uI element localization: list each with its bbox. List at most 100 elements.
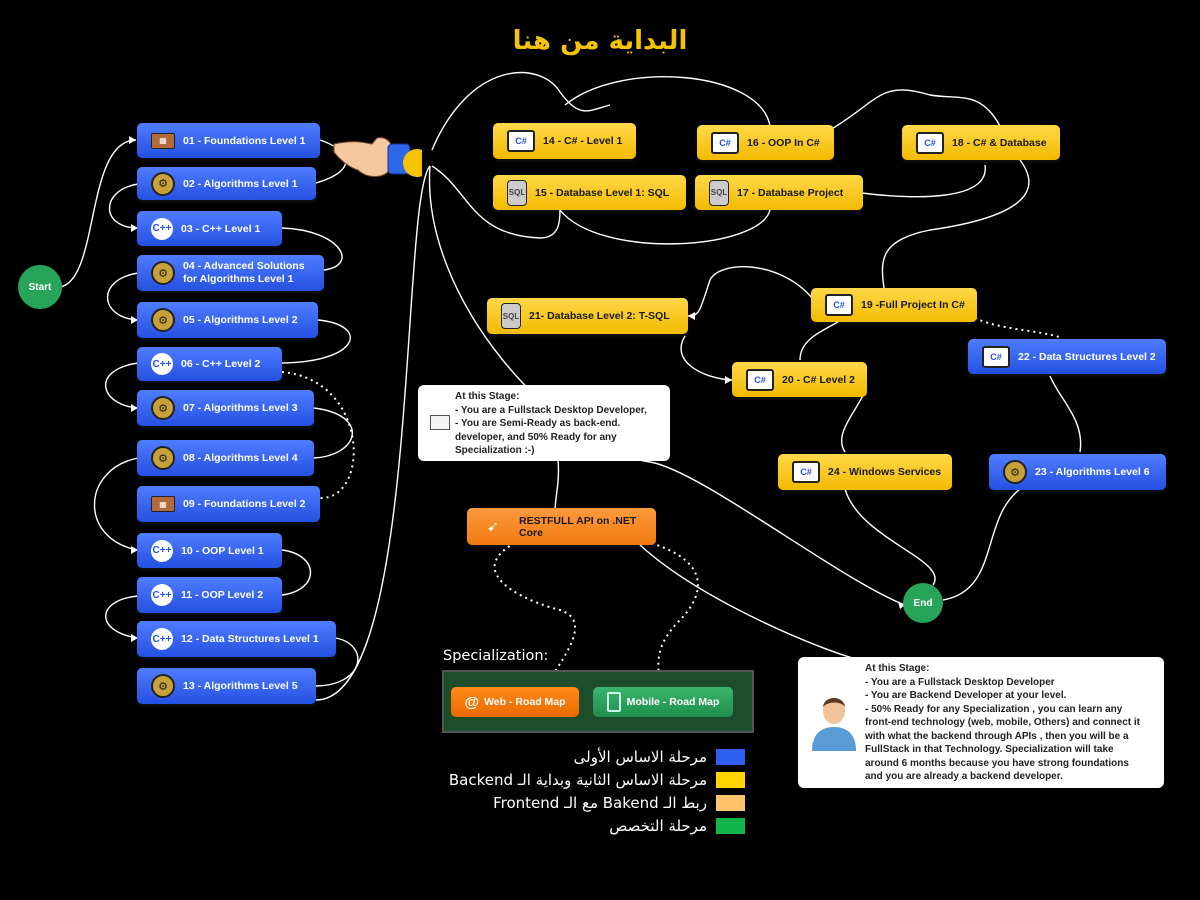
- node-cpp-level-1[interactable]: C++ 03 - C++ Level 1: [137, 211, 282, 246]
- node-label: 11 - OOP Level 2: [181, 589, 264, 601]
- node-algorithms-level-3[interactable]: ⚙ 07 - Algorithms Level 3: [137, 390, 314, 426]
- legend-text: ربط الـ Bakend مع الـ Frontend: [493, 794, 707, 812]
- node-oop-level-1[interactable]: C++ 10 - OOP Level 1: [137, 533, 282, 568]
- node-label: 05 - Algorithms Level 2: [183, 314, 298, 326]
- node-label: 03 - C++ Level 1: [181, 222, 261, 235]
- web-roadmap-label: Web - Road Map: [484, 696, 566, 708]
- node-csharp-and-database[interactable]: C# 18 - C# & Database: [902, 125, 1060, 160]
- node-algorithms-level-5[interactable]: ⚙ 13 - Algorithms Level 5: [137, 668, 316, 704]
- chip-icon: ⚙: [151, 171, 175, 196]
- node-oop-in-csharp[interactable]: C# 16 - OOP In C#: [697, 125, 834, 160]
- rocket-icon: ➹: [487, 518, 499, 534]
- legend-text: مرحلة الاساس الأولى: [573, 748, 707, 766]
- node-database-project[interactable]: SQL 17 - Database Project: [695, 175, 863, 210]
- note-line: - You are a Fullstack Desktop Developer,: [455, 404, 647, 416]
- node-data-structures-level-2[interactable]: C# 22 - Data Structures Level 2: [968, 339, 1166, 374]
- note-line: - You are Backend Developer at your leve…: [865, 690, 1067, 701]
- node-csharp-level-2[interactable]: C# 20 - C# Level 2: [732, 362, 867, 397]
- node-label: 08 - Algorithms Level 4: [183, 452, 298, 464]
- legend-swatch-yellow: [716, 772, 745, 788]
- node-label: 12 - Data Structures Level 1: [181, 633, 319, 645]
- node-label: 16 - OOP In C#: [747, 136, 820, 149]
- node-database-level-1-sql[interactable]: SQL 15 - Database Level 1: SQL: [493, 175, 686, 210]
- node-label: 04 - Advanced Solutions for Algorithms L…: [183, 260, 305, 286]
- csharp-monitor-icon: C#: [711, 131, 739, 154]
- chip-icon: ⚙: [151, 396, 175, 420]
- specialization-label: Specialization:: [443, 648, 549, 664]
- node-label: 01 - Foundations Level 1: [183, 134, 306, 147]
- csharp-monitor-icon: C#: [916, 131, 944, 154]
- node-restfull-api[interactable]: ➹ RESTFULL API on .NET Core: [467, 508, 656, 545]
- node-label: 13 - Algorithms Level 5: [183, 680, 298, 692]
- note-line: At this Stage:: [865, 663, 930, 674]
- note-line: developer, and 50% Ready for any: [455, 431, 617, 443]
- node-label: 21- Database Level 2: T-SQL: [529, 310, 670, 322]
- node-label: 07 - Algorithms Level 3: [183, 402, 298, 414]
- end-node[interactable]: End: [903, 583, 943, 623]
- note-line: FullStack in that Technology. Specializa…: [865, 744, 1114, 755]
- node-label: 22 - Data Structures Level 2: [1018, 350, 1156, 363]
- page-title: البداية من هنا: [512, 26, 688, 56]
- legend-swatch-orange: [716, 795, 745, 811]
- node-cpp-level-2[interactable]: C++ 06 - C++ Level 2: [137, 347, 282, 381]
- node-algorithms-level-1[interactable]: ⚙ 02 - Algorithms Level 1: [137, 167, 316, 200]
- note-line: Specialization :-): [455, 445, 535, 456]
- sql-database-icon: SQL: [501, 303, 521, 329]
- note-line: with what the backend through APIs , the…: [865, 730, 1129, 742]
- node-windows-services[interactable]: C# 24 - Windows Services: [778, 454, 952, 490]
- chip-icon: ⚙: [151, 308, 175, 332]
- node-label: 24 - Windows Services: [828, 466, 942, 478]
- node-advanced-solutions[interactable]: ⚙ 04 - Advanced Solutions for Algorithms…: [137, 255, 324, 291]
- stage-note-backend: At this Stage: - You are a Fullstack Des…: [798, 657, 1164, 788]
- mobile-roadmap-label: Mobile - Road Map: [626, 696, 720, 708]
- web-roadmap-button[interactable]: @ Web - Road Map: [451, 687, 579, 717]
- node-database-level-2-tsql[interactable]: SQL 21- Database Level 2: T-SQL: [487, 298, 688, 334]
- csharp-monitor-icon: C#: [825, 294, 853, 316]
- node-label: 02 - Algorithms Level 1: [183, 177, 298, 190]
- start-node[interactable]: Start: [18, 265, 62, 309]
- mobile-roadmap-button[interactable]: Mobile - Road Map: [593, 687, 733, 717]
- note-line: - You are Semi-Ready as back-end.: [455, 418, 621, 429]
- node-full-project-csharp[interactable]: C# 19 -Full Project In C#: [811, 288, 977, 322]
- node-label-line-2: for Algorithms Level 1: [183, 273, 294, 285]
- cpp-logo-icon: C++: [151, 539, 173, 562]
- node-oop-level-2[interactable]: C++ 11 - OOP Level 2: [137, 577, 282, 613]
- note-line: - 50% Ready for any Specialization , you…: [865, 703, 1123, 715]
- node-data-structures-level-1[interactable]: C++ 12 - Data Structures Level 1: [137, 621, 336, 657]
- cpp-logo-icon: C++: [151, 353, 173, 375]
- legend-text: مرحلة التخصص: [609, 817, 707, 835]
- node-foundations-level-1[interactable]: ▦ 01 - Foundations Level 1: [137, 123, 320, 158]
- node-label: 23 - Algorithms Level 6: [1035, 466, 1150, 478]
- node-label-line-1: 04 - Advanced Solutions: [183, 260, 305, 272]
- node-label: 18 - C# & Database: [952, 136, 1047, 149]
- developer-avatar-icon: [812, 698, 856, 751]
- pointing-hand-icon: [333, 137, 422, 177]
- node-foundations-level-2[interactable]: ▦ 09 - Foundations Level 2: [137, 486, 320, 522]
- brick-wall-icon: ▦: [151, 496, 175, 512]
- cpp-logo-icon: C++: [151, 584, 173, 606]
- sql-database-icon: SQL: [507, 179, 527, 206]
- csharp-monitor-icon: C#: [982, 345, 1010, 368]
- note-line: around 6 months because you have strong …: [865, 757, 1129, 769]
- legend-swatch-blue: [716, 749, 745, 765]
- csharp-monitor-icon: C#: [792, 461, 820, 483]
- cpp-logo-icon: C++: [151, 217, 173, 240]
- node-algorithms-level-2[interactable]: ⚙ 05 - Algorithms Level 2: [137, 302, 318, 338]
- at-sign-icon: @: [464, 693, 480, 711]
- chip-icon: ⚙: [151, 446, 175, 470]
- node-csharp-level-1[interactable]: C# 14 - C# - Level 1: [493, 123, 636, 159]
- brick-wall-icon: ▦: [151, 132, 175, 149]
- node-algorithms-level-4[interactable]: ⚙ 08 - Algorithms Level 4: [137, 440, 314, 476]
- node-label: 15 - Database Level 1: SQL: [535, 186, 670, 199]
- node-label: RESTFULL API on .NET Core: [519, 514, 637, 539]
- chip-icon: ⚙: [1003, 460, 1027, 484]
- node-label: 17 - Database Project: [737, 186, 844, 199]
- phone-icon: [606, 692, 621, 712]
- node-label: 14 - C# - Level 1: [543, 135, 623, 147]
- node-algorithms-level-6[interactable]: ⚙ 23 - Algorithms Level 6: [989, 454, 1166, 490]
- csharp-monitor-icon: C#: [746, 368, 774, 391]
- node-label: 06 - C++ Level 2: [181, 358, 261, 370]
- node-label: 19 -Full Project In C#: [861, 299, 965, 311]
